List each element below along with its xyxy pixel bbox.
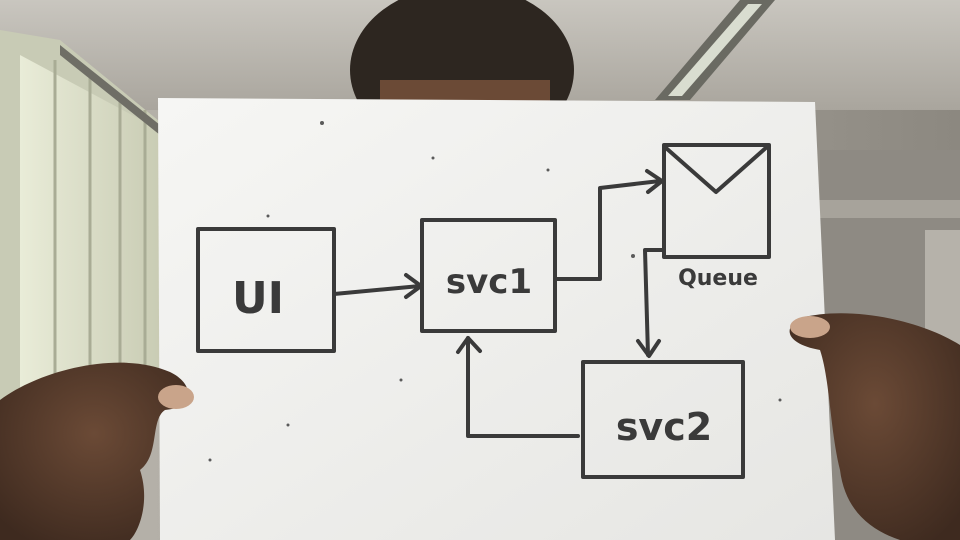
node-svc1-label: svc1 (446, 262, 532, 302)
window-blinds (0, 30, 170, 430)
right-hand (789, 313, 960, 540)
paper-specks (208, 121, 782, 462)
node-ui-label: UI (232, 273, 284, 324)
left-hand (0, 362, 194, 540)
envelope-icon (662, 143, 771, 259)
node-queue-label: Queue (678, 266, 758, 291)
edge-svc2-svc1 (456, 336, 580, 438)
ceiling-light (655, 0, 775, 100)
node-svc1 (420, 218, 557, 333)
node-ui (196, 227, 336, 353)
edge-queue-svc2 (636, 248, 666, 358)
edge-svc1-queue (553, 169, 664, 281)
edge-ui-svc1 (332, 273, 423, 299)
node-svc2-label: svc2 (616, 405, 712, 449)
hand-drawn-diagram (196, 143, 771, 479)
node-svc2 (581, 360, 745, 479)
